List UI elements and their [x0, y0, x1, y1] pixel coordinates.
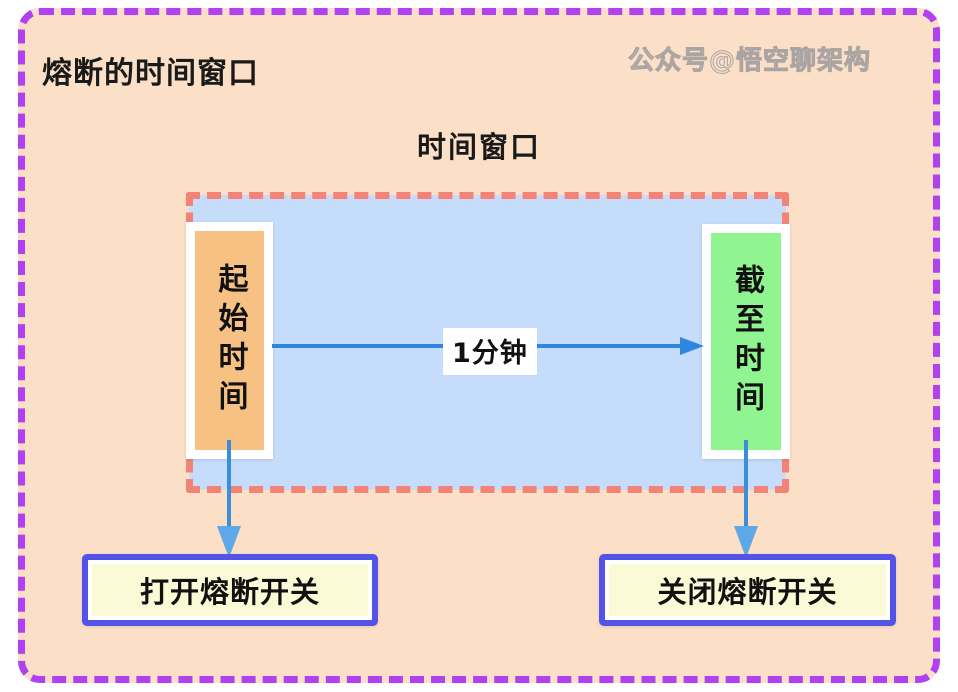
- watermark-text: 公众号@悟空聊架构: [627, 46, 872, 77]
- close-breaker-label: 关闭熔断开关: [657, 575, 838, 609]
- start-time-fill: 起始时间: [195, 231, 264, 450]
- open-breaker-label: 打开熔断开关: [139, 575, 320, 609]
- end-time-box[interactable]: 截至时间: [702, 224, 790, 459]
- close-breaker-fill: 关闭熔断开关: [609, 564, 886, 616]
- start-drop-arrow-icon: [217, 440, 241, 558]
- close-breaker-box[interactable]: 关闭熔断开关: [599, 554, 896, 626]
- end-time-fill: 截至时间: [711, 233, 781, 450]
- start-time-label: 起始时间: [212, 262, 248, 419]
- duration-label: 1分钟: [443, 328, 537, 375]
- page-title: 熔断的时间窗口: [42, 56, 259, 91]
- end-drop-arrow-icon: [734, 440, 758, 558]
- end-time-label: 截至时间: [729, 263, 764, 420]
- time-window-heading: 时间窗口: [416, 130, 541, 164]
- open-breaker-fill: 打开熔断开关: [92, 564, 368, 616]
- open-breaker-box[interactable]: 打开熔断开关: [82, 554, 378, 626]
- start-time-box[interactable]: 起始时间: [186, 222, 273, 459]
